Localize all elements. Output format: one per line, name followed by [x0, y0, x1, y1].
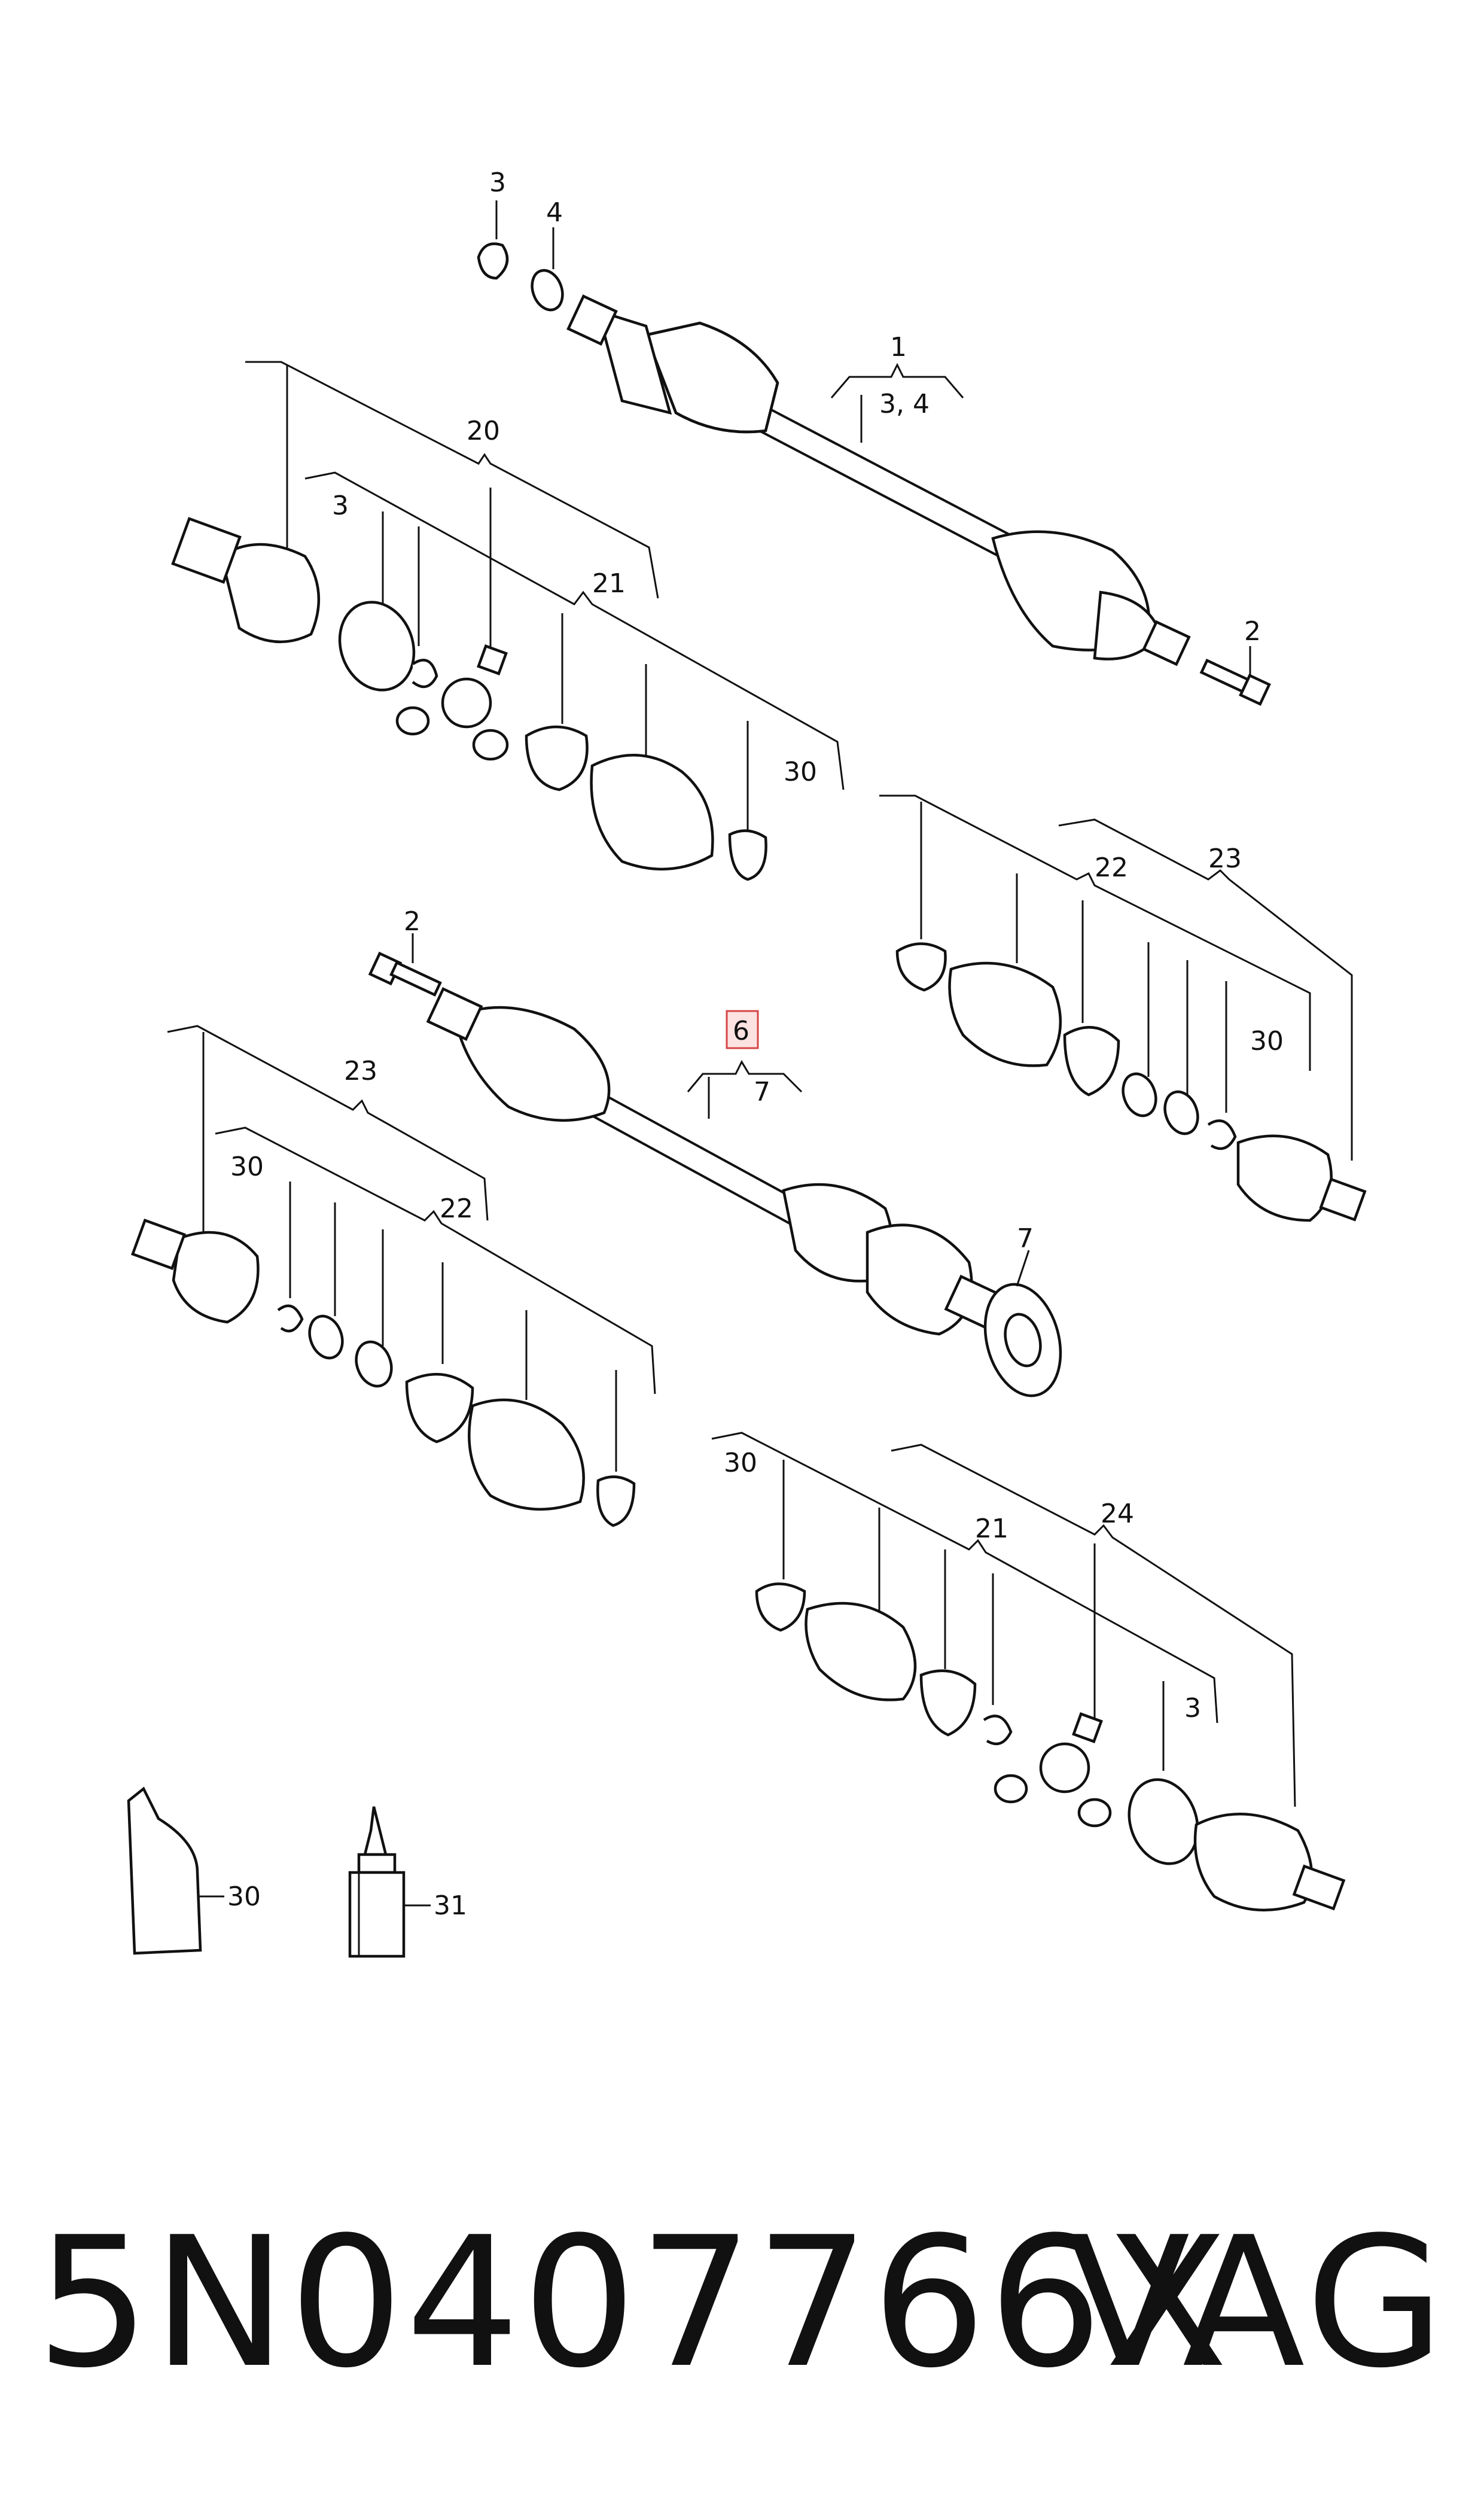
- callout-6: 6: [733, 1016, 749, 1046]
- bushing-icon: [395, 706, 430, 736]
- circlip-icon: [983, 1715, 1013, 1746]
- bushing-icon: [994, 1774, 1028, 1804]
- callout-2-mid: 2: [404, 906, 420, 937]
- clamp-icon: [728, 829, 767, 881]
- callout-30-tube: 30: [227, 1881, 261, 1912]
- clamp-icon: [405, 1372, 474, 1444]
- inner-joint-icon: [172, 1231, 260, 1324]
- washer-icon: [355, 1340, 393, 1388]
- washer-icon: [308, 1314, 344, 1360]
- callout-22-left: 22: [440, 1193, 473, 1224]
- callout-30-top: 30: [784, 757, 817, 787]
- spider-icon: [441, 677, 492, 729]
- spider-icon: [1039, 1742, 1090, 1794]
- clamp-icon: [755, 1582, 806, 1632]
- callout-30-left: 30: [230, 1152, 264, 1182]
- callout-6-sub: 7: [754, 1077, 770, 1107]
- callout-1: 1: [890, 332, 907, 363]
- callout-7: 7: [1017, 1223, 1034, 1254]
- callout-3-top: 3: [489, 168, 506, 198]
- brand-label: VAG: [1067, 2199, 1448, 2407]
- callout-21-bottom: 21: [975, 1514, 1008, 1544]
- circlip-icon: [477, 242, 509, 280]
- boot-icon: [468, 1398, 585, 1511]
- callout-21-top: 21: [592, 568, 626, 599]
- driveshaft-middle: [426, 987, 1062, 1397]
- dust-cover-icon: [1128, 1778, 1199, 1865]
- boot-icon: [805, 1601, 917, 1701]
- part-number: 5N0407766X: [36, 2199, 1230, 2407]
- highlighted-callout-box: [726, 1010, 759, 1049]
- bushing-icon: [472, 729, 509, 761]
- circlip-icon: [412, 659, 438, 689]
- washer-icon: [531, 269, 564, 312]
- footer: 5N0407766X VAG: [0, 2178, 1484, 2477]
- grease-tube-icon: [127, 1786, 202, 1955]
- clamp-icon: [919, 1669, 977, 1737]
- callout-4-top: 4: [546, 197, 563, 228]
- clamp-icon: [1063, 1025, 1120, 1097]
- driveshaft-top: [566, 294, 1191, 666]
- callout-2-top: 2: [1244, 616, 1261, 647]
- exploded-parts-diagram: 3 4 1 3, 4 2 20 21 3 30 22 23 30: [127, 168, 1367, 1958]
- washer-icon: [1163, 1090, 1199, 1135]
- boot-icon: [948, 961, 1062, 1067]
- callout-23-left: 23: [344, 1056, 377, 1086]
- callout-30-bottom: 30: [724, 1448, 757, 1478]
- callout-23-right: 23: [1208, 844, 1242, 874]
- callout-3-bottom: 3: [1184, 1693, 1201, 1724]
- callout-24: 24: [1101, 1499, 1134, 1529]
- boot-icon: [590, 753, 714, 871]
- callout-3-left: 3: [332, 491, 349, 521]
- callout-1-sub: 3, 4: [879, 389, 930, 419]
- outer-joint-icon: [1193, 1812, 1314, 1912]
- bushing-icon: [1077, 1798, 1112, 1828]
- clamp-icon: [525, 725, 589, 791]
- clamp-icon: [895, 942, 947, 992]
- bottle-icon: [348, 1806, 406, 1958]
- circlip-icon: [1207, 1119, 1237, 1150]
- bolt-icon: [1199, 646, 1271, 706]
- circlip-icon: [277, 1304, 304, 1333]
- callout-31-bottle: 31: [434, 1890, 467, 1921]
- inner-joint-icon: [1236, 1134, 1333, 1222]
- callout-22-right: 22: [1095, 852, 1128, 883]
- callout-30-right: 30: [1250, 1026, 1284, 1056]
- callout-20: 20: [467, 416, 500, 446]
- bolt-icon: [368, 933, 442, 997]
- outer-joint-icon: [220, 543, 321, 644]
- dust-cover-icon: [338, 601, 416, 692]
- washer-icon: [1122, 1072, 1157, 1118]
- clamp-icon: [596, 1475, 636, 1527]
